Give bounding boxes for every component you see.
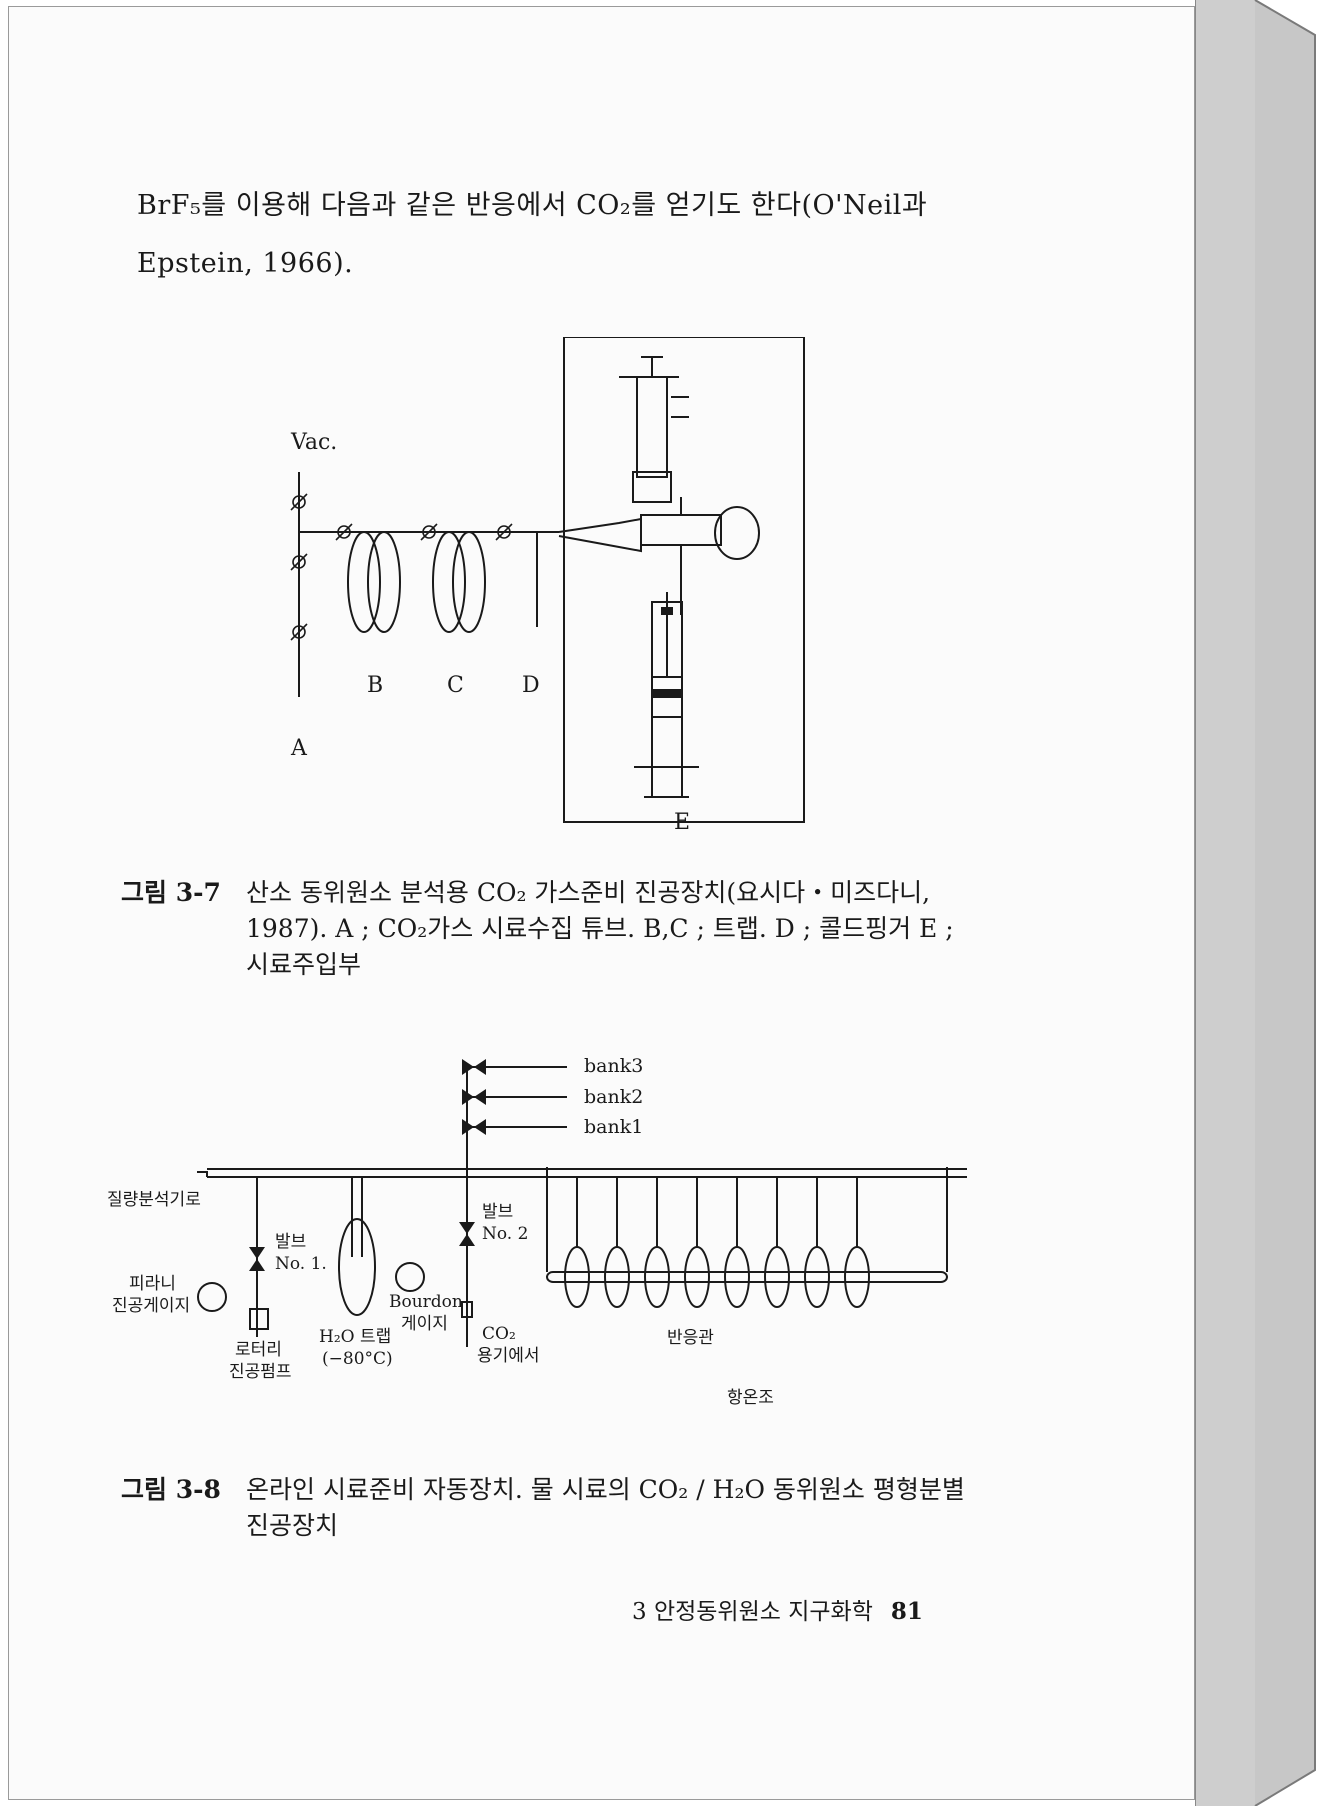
label-rotary-b: 진공펌프	[229, 1362, 292, 1382]
caption-3-8-label: 그림 3-8	[121, 1475, 221, 1504]
label-trap-b: (−80°C)	[322, 1349, 393, 1369]
book-page: BrF₅를 이용해 다음과 같은 반응에서 CO₂를 얻기도 한다(O'Neil…	[8, 6, 1195, 1800]
label-bank2: bank2	[584, 1086, 643, 1108]
caption-3-7: 그림 3-7 산소 동위원소 분석용 CO₂ 가스준비 진공장치(요시다・미즈다…	[121, 875, 981, 995]
label-e: E	[674, 810, 690, 835]
label-vac: Vac.	[290, 430, 337, 455]
caption-3-7-text: 산소 동위원소 분석용 CO₂ 가스준비 진공장치(요시다・미즈다니, 1987…	[246, 878, 954, 979]
label-valve2-a: 발브	[482, 1202, 513, 1222]
label-bank1: bank1	[584, 1116, 643, 1138]
running-footer: 3 안정동위원소 지구화학 81	[632, 1592, 923, 1626]
caption-3-8-text: 온라인 시료준비 자동장치. 물 시료의 CO₂ / H₂O 동위원소 평형분별…	[246, 1475, 965, 1540]
label-trap-a: H₂O 트랩	[319, 1327, 391, 1347]
caption-3-8: 그림 3-8 온라인 시료준비 자동장치. 물 시료의 CO₂ / H₂O 동위…	[121, 1472, 981, 1562]
label-valve1-a: 발브	[275, 1232, 306, 1252]
label-bourdon-a: Bourdon	[389, 1292, 463, 1312]
label-bourdon-b: 게이지	[401, 1314, 448, 1334]
caption-3-7-label: 그림 3-7	[121, 878, 221, 907]
label-b: B	[367, 673, 383, 698]
label-bank3: bank3	[584, 1055, 643, 1077]
figure-3-7: Vac. A B C D E	[290, 337, 805, 835]
label-pirani-b: 진공게이지	[112, 1296, 190, 1316]
label-valve2-b: No. 2	[482, 1224, 528, 1244]
label-bath: 항온조	[727, 1388, 774, 1408]
chapter-title: 3 안정동위원소 지구화학	[632, 1599, 873, 1625]
label-rotary-a: 로터리	[235, 1340, 282, 1360]
label-co2-a: CO₂	[482, 1324, 516, 1344]
figure-3-8: bank3 bank2 bank1 질량분석기로 발브 No. 1. 발브 No…	[107, 1055, 967, 1408]
label-valve1-b: No. 1.	[275, 1254, 327, 1274]
body-paragraph: BrF₅를 이용해 다음과 같은 반응에서 CO₂를 얻기도 한다(O'Neil…	[137, 190, 928, 279]
label-mass-spec: 질량분석기로	[107, 1190, 201, 1210]
label-c: C	[447, 673, 464, 698]
label-reaction-tube: 반응관	[667, 1328, 714, 1348]
label-a: A	[290, 736, 308, 761]
book-edge	[1195, 0, 1316, 1806]
label-co2-b: 용기에서	[477, 1346, 540, 1366]
page-number: 81	[890, 1598, 923, 1625]
label-pirani-a: 피라니	[129, 1274, 176, 1294]
label-d: D	[522, 673, 540, 698]
